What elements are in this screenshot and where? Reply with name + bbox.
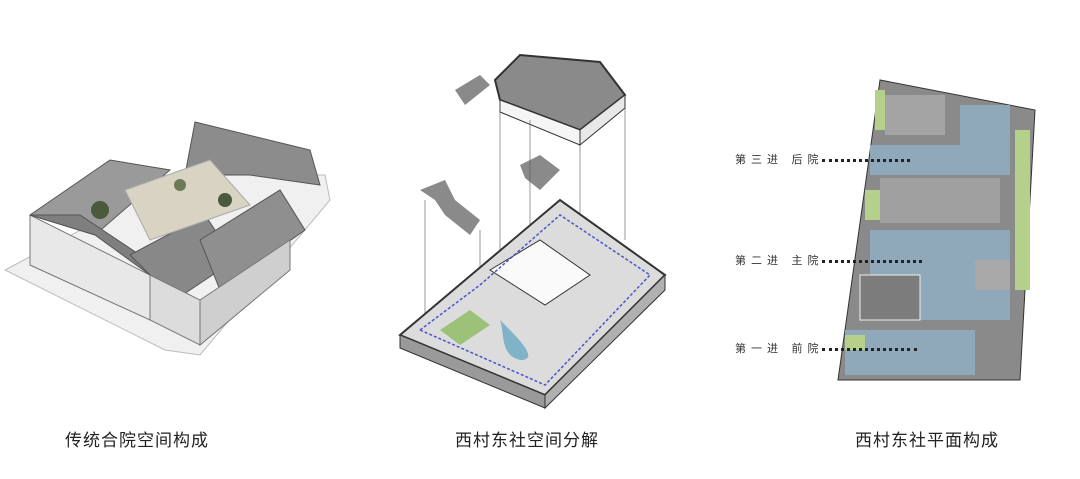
plan-label-back-courtyard: 第三进 后院 (735, 153, 824, 166)
site-plan-drawing (837, 79, 1036, 381)
leader-line (822, 159, 910, 162)
caption-exploded-view: 西村东社空间分解 (455, 431, 599, 451)
caption-plan: 西村东社平面构成 (855, 431, 999, 451)
traditional-courtyard-drawing (3, 121, 331, 356)
plan-label-front-courtyard: 第一进 前院 (735, 342, 824, 355)
leader-line (822, 260, 922, 263)
caption-traditional-courtyard: 传统合院空间构成 (65, 431, 209, 451)
leader-line (822, 348, 917, 351)
plan-label-main-courtyard: 第二进 主院 (735, 254, 824, 267)
exploded-axonometric-drawing (398, 53, 667, 410)
